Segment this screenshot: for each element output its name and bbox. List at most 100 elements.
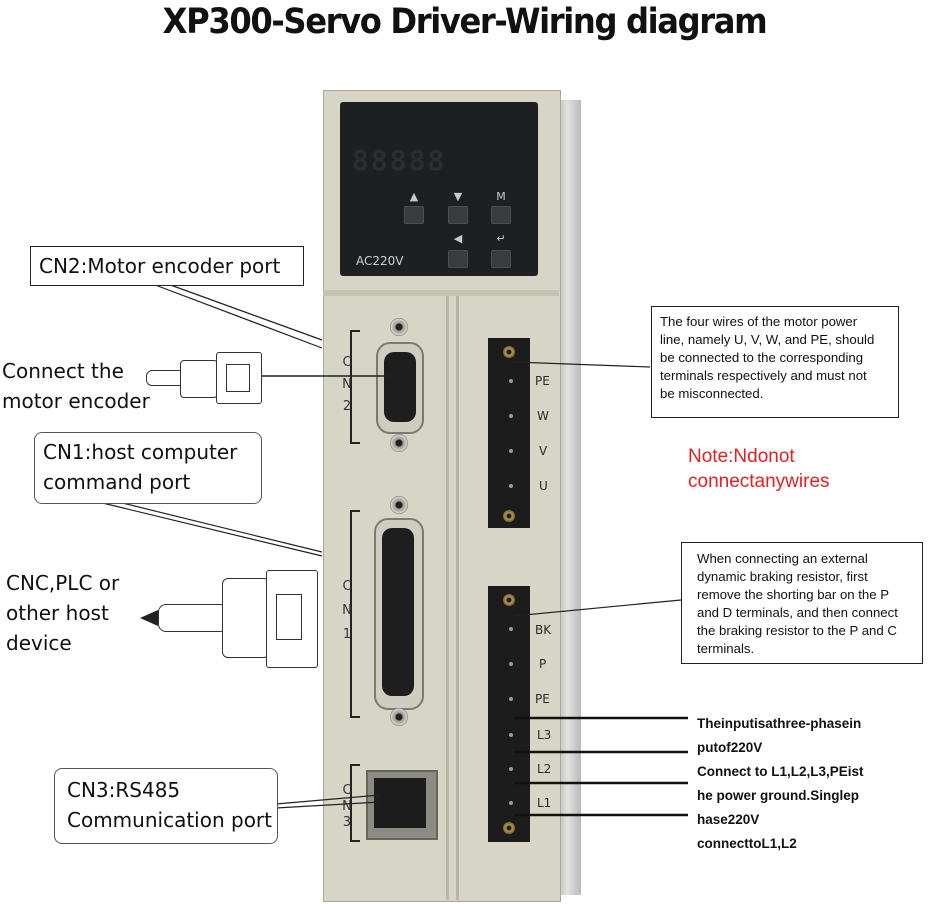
terminal-pe-socket[interactable] — [509, 379, 513, 383]
cn3-rj45-socket — [374, 778, 426, 828]
encoder-plug-face — [216, 352, 262, 404]
voltage-label: AC220V — [356, 254, 404, 268]
cn1-bottom-screw — [390, 708, 408, 726]
power-terminal-bottom-screw — [503, 822, 515, 834]
enter-button[interactable] — [491, 250, 511, 268]
brake-line-2: dynamic braking resistor, first — [697, 569, 868, 584]
cn3-letter-c: C — [342, 783, 352, 798]
cn3-callout-line-1: CN3:RS485 — [67, 778, 181, 802]
cn1-callout-line-1: CN1:host computer — [43, 440, 238, 464]
driver-panel-divider — [323, 290, 559, 296]
cn2-top-screw — [390, 318, 408, 336]
cn2-bottom-screw — [390, 434, 408, 452]
motor-wires-line-3: be connected to the corresponding — [660, 350, 864, 365]
cn2-connector-socket — [384, 352, 416, 422]
host-cable — [158, 604, 228, 632]
brake-callout-box: When connecting an external dynamic brak… — [681, 542, 923, 664]
terminal-v-socket[interactable] — [509, 449, 513, 453]
encoder-plug-shell — [180, 360, 218, 398]
cn1-callout-box: CN1:host computer command port — [34, 432, 262, 504]
host-device-line-2: other host — [6, 601, 109, 625]
driver-groove-left — [446, 296, 449, 900]
cn1-letter-c: C — [342, 579, 352, 594]
note-warning: Note:Ndonot connectanywires — [688, 444, 830, 494]
note-line-1: Note:Ndonot — [688, 446, 795, 467]
terminal-bk-socket[interactable] — [509, 627, 513, 631]
cn1-bracket — [350, 510, 360, 718]
cn2-bracket — [350, 330, 360, 444]
left-button[interactable] — [448, 250, 468, 268]
power-input-label: Theinputisathree-phasein putof220V Conne… — [697, 712, 912, 856]
connect-encoder-label: Connect the motor encoder — [2, 356, 150, 416]
cn2-letter-c: C — [342, 355, 352, 370]
motor-terminal-bottom-screw — [503, 510, 515, 522]
cn3-callout-line-2: Communication port — [67, 808, 272, 832]
terminal-l1-socket[interactable] — [509, 801, 513, 805]
mode-icon: M — [496, 190, 506, 203]
host-plug-face — [266, 570, 318, 668]
up-button[interactable] — [404, 206, 424, 224]
host-device-line-1: CNC,PLC or — [6, 571, 120, 595]
terminal-p-socket[interactable] — [509, 662, 513, 666]
terminal-label-l3: L3 — [537, 728, 552, 742]
terminal-l2-socket[interactable] — [509, 767, 513, 771]
cn3-letter-3: 3 — [342, 815, 352, 830]
cn1-letter-n: N — [342, 603, 352, 618]
motor-wires-line-1: The four wires of the motor power — [660, 314, 858, 329]
driver-groove-right — [456, 296, 459, 900]
mode-button[interactable] — [491, 206, 511, 224]
motor-wires-callout-box: The four wires of the motor power line, … — [651, 306, 899, 418]
terminal-w-socket[interactable] — [509, 414, 513, 418]
power-input-line-4: he power ground.Singlep — [697, 788, 859, 803]
terminal-label-w: W — [537, 409, 549, 423]
cn1-letter-1: 1 — [342, 627, 352, 642]
host-plug-pins — [276, 594, 302, 640]
left-arrow-icon: ◀ — [453, 232, 463, 245]
terminal-label-p: P — [539, 657, 547, 671]
terminal-label-pe2: PE — [535, 692, 550, 706]
cn2-letter-n: N — [342, 377, 352, 392]
encoder-plug-pins — [226, 364, 250, 392]
cn2-callout-box: CN2:Motor encoder port — [30, 246, 304, 286]
enter-icon: ↵ — [496, 232, 506, 245]
cn2-letter-2: 2 — [342, 399, 352, 414]
down-arrow-icon: ▼ — [453, 190, 463, 203]
brake-line-4: and D terminals, and then connect — [697, 605, 898, 620]
terminal-label-l1: L1 — [537, 796, 552, 810]
page-title: XP300-Servo Driver-Wiring diagram — [162, 2, 768, 42]
host-device-label: CNC,PLC or other host device — [6, 568, 119, 658]
cn2-callout-text: CN2:Motor encoder port — [39, 254, 281, 278]
terminal-label-v: V — [539, 444, 548, 458]
motor-wires-line-4: terminals respectively and must not — [660, 368, 867, 383]
power-input-line-6: connecttoL1,L2 — [697, 836, 797, 851]
cn1-callout-line-2: command port — [43, 470, 191, 494]
brake-line-1: When connecting an external — [697, 551, 868, 566]
driver-heatsink-side — [559, 100, 581, 895]
terminal-l3-socket[interactable] — [509, 733, 513, 737]
host-plug-shell — [222, 578, 270, 658]
power-input-line-2: putof220V — [697, 740, 763, 755]
terminal-pe2-socket[interactable] — [509, 697, 513, 701]
cn1-connector-socket — [382, 528, 414, 696]
note-line-2: connectanywires — [688, 471, 830, 492]
cn3-letter-n: N — [342, 799, 352, 814]
brake-line-5: the braking resistor to the P and C — [697, 623, 897, 638]
power-input-line-1: Theinputisathree-phasein — [697, 716, 862, 731]
power-input-line-3: Connect to L1,L2,L3,PEist — [697, 764, 864, 779]
cn3-callout-box: CN3:RS485 Communication port — [54, 768, 278, 844]
connect-encoder-line-1: Connect the — [2, 359, 124, 383]
up-arrow-icon: ▲ — [409, 190, 419, 203]
down-button[interactable] — [448, 206, 468, 224]
power-input-line-5: hase220V — [697, 812, 760, 827]
terminal-label-pe: PE — [535, 374, 550, 388]
terminal-label-bk: BK — [535, 623, 552, 637]
motor-wires-line-2: line, namely U, V, W, and PE, should — [660, 332, 875, 347]
cn1-top-screw — [390, 496, 408, 514]
terminal-u-socket[interactable] — [509, 484, 513, 488]
host-device-line-3: device — [6, 631, 72, 655]
terminal-label-u: U — [539, 479, 548, 493]
power-terminal-top-screw — [503, 594, 515, 606]
motor-terminal-block — [488, 338, 530, 528]
brake-line-6: terminals. — [697, 641, 755, 656]
